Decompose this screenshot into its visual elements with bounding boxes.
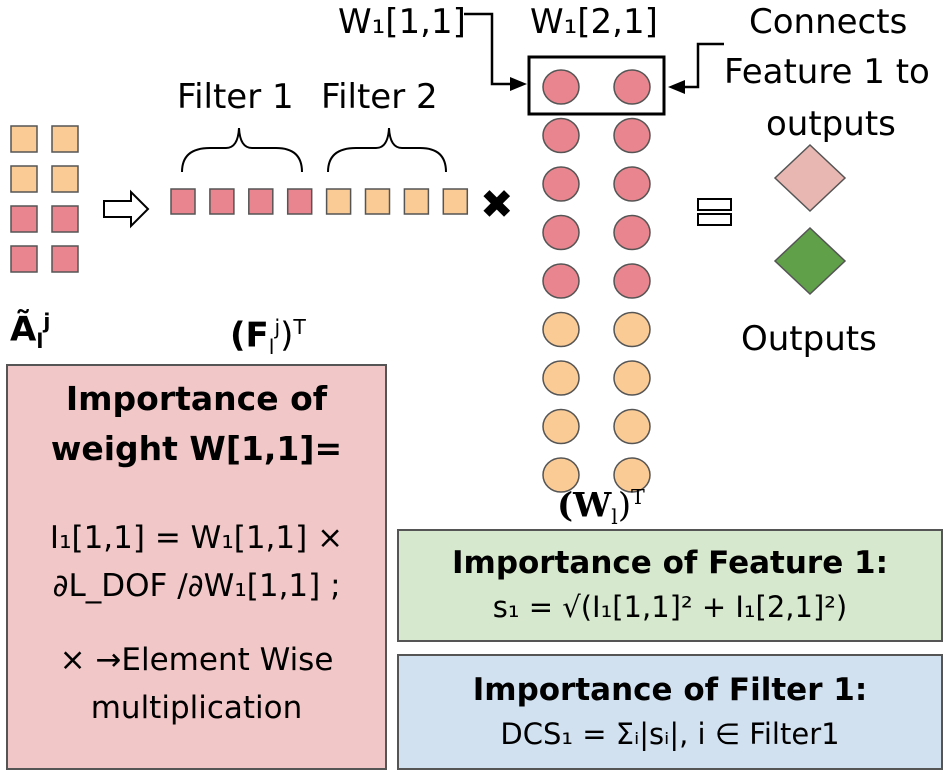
weight-node (542, 457, 580, 493)
connects-line-3: outputs (766, 104, 896, 144)
weight-node (542, 360, 580, 396)
weight-node (613, 214, 651, 251)
weight-node (542, 117, 580, 154)
feature-vector-row (170, 188, 469, 215)
feature-cell (403, 188, 430, 215)
weight-node (613, 311, 651, 348)
weight-note-line2: multiplication (90, 690, 303, 726)
arrow-connects (684, 42, 724, 89)
weight-node (542, 214, 580, 251)
filter-importance-box: Importance of Filter 1: DCS₁ = Σᵢ|sᵢ|, i… (397, 654, 943, 770)
weight-node (613, 408, 651, 445)
label-f-matrix: (Flj)T (230, 308, 306, 366)
weight-node (613, 263, 651, 299)
feature-cell (442, 188, 469, 215)
hollow-right-arrow (103, 189, 150, 229)
f-transpose: T (293, 315, 306, 339)
arrow-w11 (464, 12, 512, 86)
highlight-row-box (527, 55, 666, 116)
grid-cell (51, 205, 79, 233)
a-subscript: l (36, 329, 44, 354)
weight-title-line1: Importance of (65, 379, 328, 418)
label-outputs: Outputs (741, 319, 877, 359)
weight-formula-line2: ∂L_DOF /∂W₁[1,1] ; (52, 568, 341, 604)
connects-line-2: Feature 1 to (724, 52, 930, 92)
weight-node (542, 263, 580, 299)
weight-formula-line1: I₁[1,1] = W₁[1,1] × (49, 520, 344, 556)
a-superscript: j (43, 309, 51, 333)
weight-title-line2: weight W[1,1]= (50, 429, 343, 468)
weight-matrix (542, 69, 651, 493)
weight-note-line1: × →Element Wise (59, 642, 334, 678)
feature-formula: s₁ = √(I₁[1,1]² + I₁[2,1]²) (492, 590, 848, 624)
w-symbol: (W (557, 485, 612, 526)
f-symbol: (F (230, 315, 269, 356)
w-subscript: l (611, 505, 618, 530)
filter-title: Importance of Filter 1: (472, 672, 868, 708)
equals-bar-bottom (697, 213, 732, 226)
filter1-brace (181, 127, 303, 173)
label-w-matrix: (Wl)T (557, 478, 645, 536)
weight-importance-box: Importance of weight W[1,1]= I₁[1,1] = W… (6, 364, 387, 770)
weight-node (613, 69, 651, 105)
adjacency-grid (10, 125, 79, 273)
feature-title: Importance of Feature 1: (451, 545, 888, 581)
grid-cell (51, 165, 79, 193)
label-w11: W₁[1,1] (338, 2, 466, 42)
label-a-matrix: Ãlj (10, 302, 50, 360)
weight-formula: I₁[1,1] = W₁[1,1] × ∂L_DOF /∂W₁[1,1] ; (8, 514, 385, 610)
grid-cell (10, 205, 38, 233)
f-close: ) (280, 315, 294, 356)
arrow-w11-head (510, 77, 527, 91)
feature-importance-box: Importance of Feature 1: s₁ = √(I₁[1,1]²… (397, 529, 943, 642)
weight-node (613, 117, 651, 154)
times-symbol: ✖ (480, 182, 514, 228)
feature-cell (286, 188, 313, 215)
grid-cell (51, 245, 79, 273)
feature-cell (209, 188, 235, 215)
filter2-brace (327, 127, 447, 173)
grid-cell (51, 125, 79, 153)
w-close: ) (617, 485, 632, 526)
weight-node (542, 408, 580, 445)
weight-node (613, 360, 651, 396)
equals-bar-top (697, 198, 732, 211)
feature-cell (248, 188, 274, 215)
weight-node (613, 166, 651, 202)
w-transpose: T (631, 485, 645, 509)
weight-node (613, 457, 651, 493)
label-w21: W₁[2,1] (530, 2, 658, 42)
weight-node (542, 166, 580, 202)
f-superscript: j (274, 315, 281, 339)
label-filter2: Filter 2 (321, 77, 438, 117)
grid-cell (10, 125, 38, 153)
weight-node (542, 311, 580, 348)
f-subscript: l (268, 335, 275, 360)
a-symbol: Ã (10, 309, 37, 350)
grid-cell (10, 245, 38, 273)
grid-cell (10, 165, 38, 193)
arrow-connects-head (668, 80, 685, 94)
feature-cell (170, 188, 196, 215)
output-diamond-green (773, 226, 847, 296)
output-diamond-pink (773, 143, 847, 213)
feature-cell (364, 188, 391, 215)
weight-note: × →Element Wise multiplication (8, 636, 385, 732)
connects-line-1: Connects (749, 2, 908, 42)
feature-cell (325, 188, 352, 215)
filter-formula: DCS₁ = Σᵢ|sᵢ|, i ∈ Filter1 (500, 717, 840, 751)
label-filter1: Filter 1 (177, 77, 294, 117)
weight-node (542, 69, 580, 105)
weight-title: Importance of weight W[1,1]= (8, 374, 385, 474)
